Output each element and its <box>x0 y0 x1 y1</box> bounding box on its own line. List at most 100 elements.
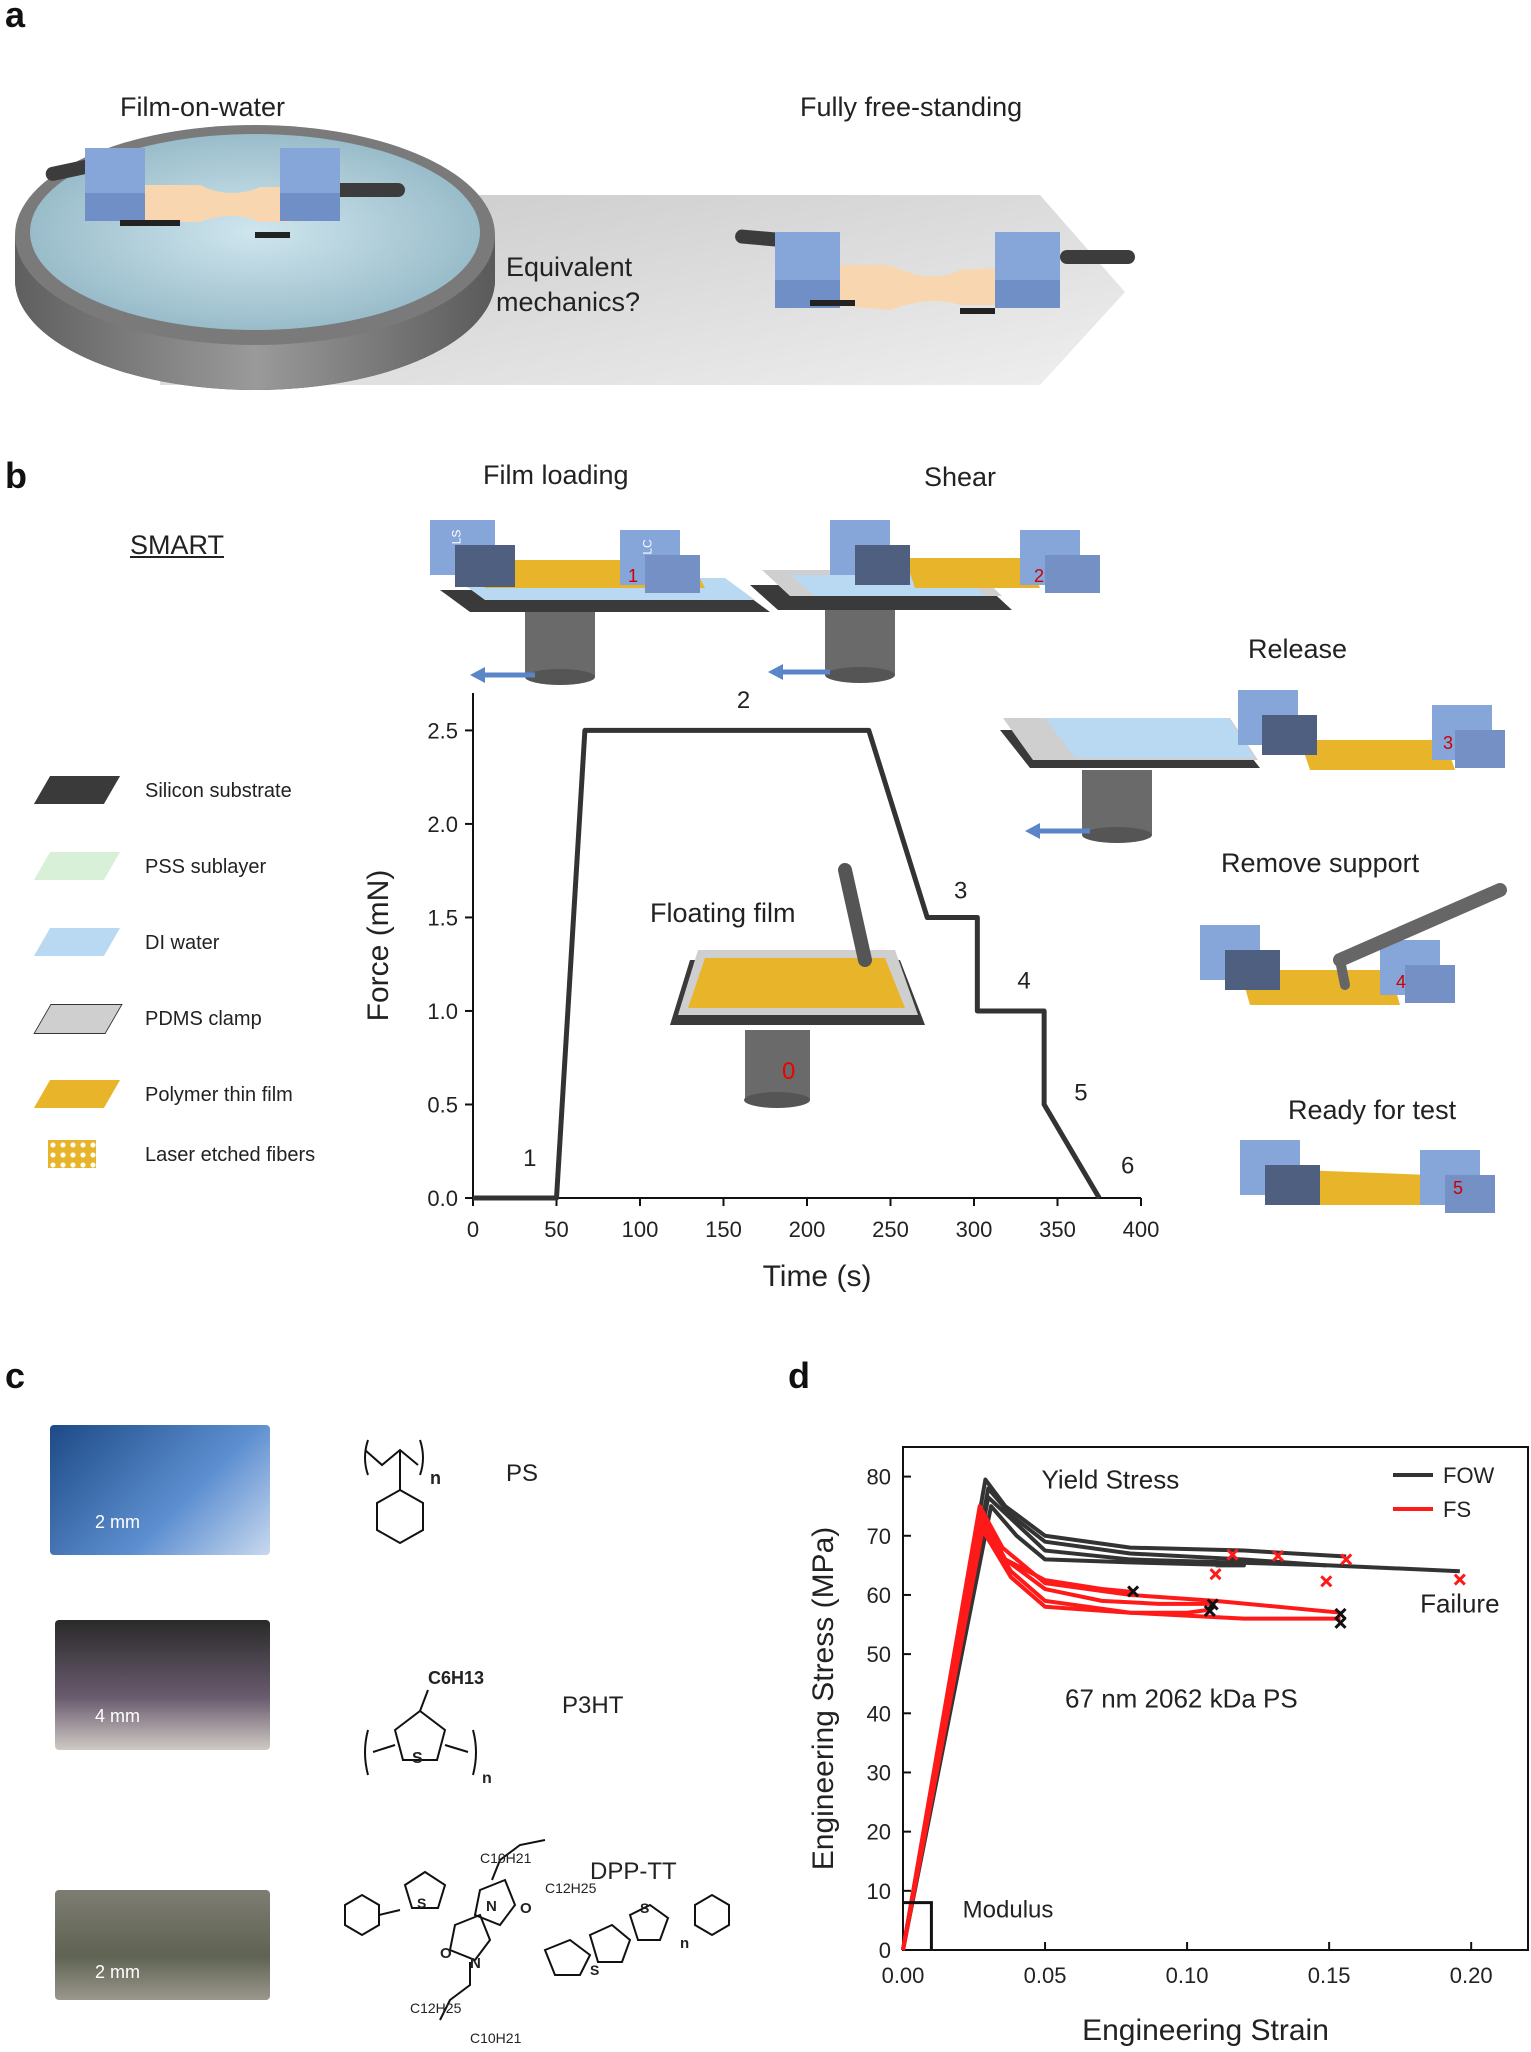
legend-fibers: Laser etched fibers <box>30 1134 330 1174</box>
x-tick-label: 400 <box>1123 1217 1160 1242</box>
modulus-bracket <box>903 1901 933 1950</box>
p3ht-structure <box>364 1689 477 1776</box>
x-tick-label: 350 <box>1039 1217 1076 1242</box>
pipette-icon <box>838 863 872 967</box>
point-label: 3 <box>954 878 967 905</box>
point-label: 4 <box>1017 968 1030 995</box>
legend-pss: PSS sublayer <box>30 846 330 886</box>
failure-marker <box>1334 1616 1347 1629</box>
failure-marker <box>1334 1607 1347 1620</box>
series-curve-fs <box>901 1510 1216 1951</box>
series-curve-fow <box>901 1504 1246 1951</box>
p3ht-substituent: C6H13 <box>428 1668 485 1688</box>
panel-b-letter: b <box>5 455 27 496</box>
failure-marker <box>1226 1548 1239 1561</box>
panel-c-letter: c <box>5 1355 26 1396</box>
ps-scale: 2 mm <box>95 1512 140 1532</box>
dpptt-substituent-1: C10H21 <box>480 1850 532 1866</box>
dpptt-atom-n1: N <box>486 1898 497 1915</box>
y-tick-label: 10 <box>867 1879 891 1904</box>
series-curve-fow <box>901 1495 1460 1951</box>
yield-annotation: Yield Stress <box>1042 1464 1180 1494</box>
ps-name: PS <box>506 1460 539 1487</box>
force-series-line <box>473 727 1102 1201</box>
y-tick-label: 50 <box>867 1642 891 1667</box>
dpptt-atom-s2: S <box>590 1962 600 1978</box>
apparatus-sketches <box>430 520 1507 1213</box>
point-label: 1 <box>523 1145 536 1172</box>
dpptt-atom-o1: O <box>520 1900 532 1917</box>
step-num-5: 5 <box>1453 1178 1464 1198</box>
x-tick-label: 150 <box>705 1217 742 1242</box>
x-axis-label: Engineering Strain <box>1082 2014 1329 2047</box>
x-tick-label: 0.20 <box>1450 1963 1493 1988</box>
x-axis-label: Time (s) <box>763 1260 872 1293</box>
y-tick-label: 2.0 <box>427 812 458 837</box>
failure-annotation: Failure <box>1420 1589 1499 1619</box>
point-label: 5 <box>1074 1080 1087 1107</box>
x-tick-label: 50 <box>544 1217 568 1242</box>
free-standing-film <box>830 265 1000 310</box>
step-num-2: 2 <box>1034 566 1045 586</box>
release-title: Release <box>1248 634 1348 664</box>
failure-marker <box>1127 1585 1140 1598</box>
tweezer-icon <box>1333 883 1507 967</box>
plot-frame <box>902 1446 1529 1951</box>
x-tick-label: 250 <box>872 1217 909 1242</box>
smart-label: SMART <box>130 530 225 560</box>
free-standing-title: Fully free-standing <box>800 92 1023 122</box>
stage-floating-film <box>670 863 925 1108</box>
ready-for-test-title: Ready for test <box>1288 1095 1457 1125</box>
x-tick-label: 100 <box>622 1217 659 1242</box>
ps-structure <box>364 1439 424 1545</box>
panel-a-illustration <box>15 125 1135 390</box>
dpptt-photo <box>55 1890 270 2000</box>
stage-ready <box>1240 1140 1495 1213</box>
floating-film-title: Floating film <box>650 898 796 928</box>
x-tick-label: 0.05 <box>1024 1963 1067 1988</box>
y-axis-label: Engineering Stress (MPa) <box>807 1527 840 1870</box>
stage-remove-support <box>1200 883 1507 1005</box>
dpptt-substituent-2: C12H25 <box>545 1880 597 1896</box>
ps-subscript: n <box>430 1468 441 1488</box>
step-num-1: 1 <box>628 566 639 586</box>
legend-water: DI water <box>30 922 330 962</box>
point-label: 2 <box>737 687 750 714</box>
series-curve-fow <box>901 1477 1347 1951</box>
y-tick-label: 1.0 <box>427 999 458 1024</box>
failure-marker <box>1271 1549 1285 1562</box>
step-num-0: 0 <box>782 1058 796 1085</box>
remove-support-title: Remove support <box>1221 848 1420 878</box>
series-curve-fow <box>901 1486 1327 1951</box>
legend-label: FOW <box>1443 1463 1495 1488</box>
p3ht-subscript: n <box>482 1770 492 1787</box>
p3ht-atom: S <box>412 1750 423 1767</box>
series-curve-fs <box>901 1527 1211 1951</box>
y-tick-label: 40 <box>867 1701 891 1726</box>
y-tick-label: 30 <box>867 1760 891 1785</box>
y-tick-label: 80 <box>867 1465 891 1490</box>
y-tick-label: 0.0 <box>427 1186 458 1211</box>
dpptt-structure <box>344 1839 730 2021</box>
x-tick-label: 300 <box>956 1217 993 1242</box>
question-line2: mechanics? <box>496 287 641 317</box>
panel-d-letter: d <box>788 1355 810 1396</box>
stage-film-loading <box>430 520 770 685</box>
x-tick-label: 0.15 <box>1308 1963 1351 1988</box>
modulus-annotation: Modulus <box>963 1896 1054 1923</box>
x-tick-label: 0 <box>467 1217 479 1242</box>
dpptt-scale: 2 mm <box>95 1962 140 1982</box>
p3ht-photo <box>55 1620 270 1750</box>
step-num-4: 4 <box>1396 972 1407 992</box>
dpptt-name: DPP-TT <box>590 1858 677 1885</box>
y-tick-label: 0.5 <box>427 1092 458 1117</box>
dpptt-atom-s3: S <box>640 1900 650 1916</box>
ps-photo <box>50 1425 270 1555</box>
y-tick-label: 2.5 <box>427 718 458 743</box>
y-tick-label: 20 <box>867 1820 891 1845</box>
p3ht-scale: 4 mm <box>95 1706 140 1726</box>
dpptt-atom-n2: N <box>470 1955 481 1972</box>
dpptt-atom-o2: O <box>440 1945 452 1962</box>
